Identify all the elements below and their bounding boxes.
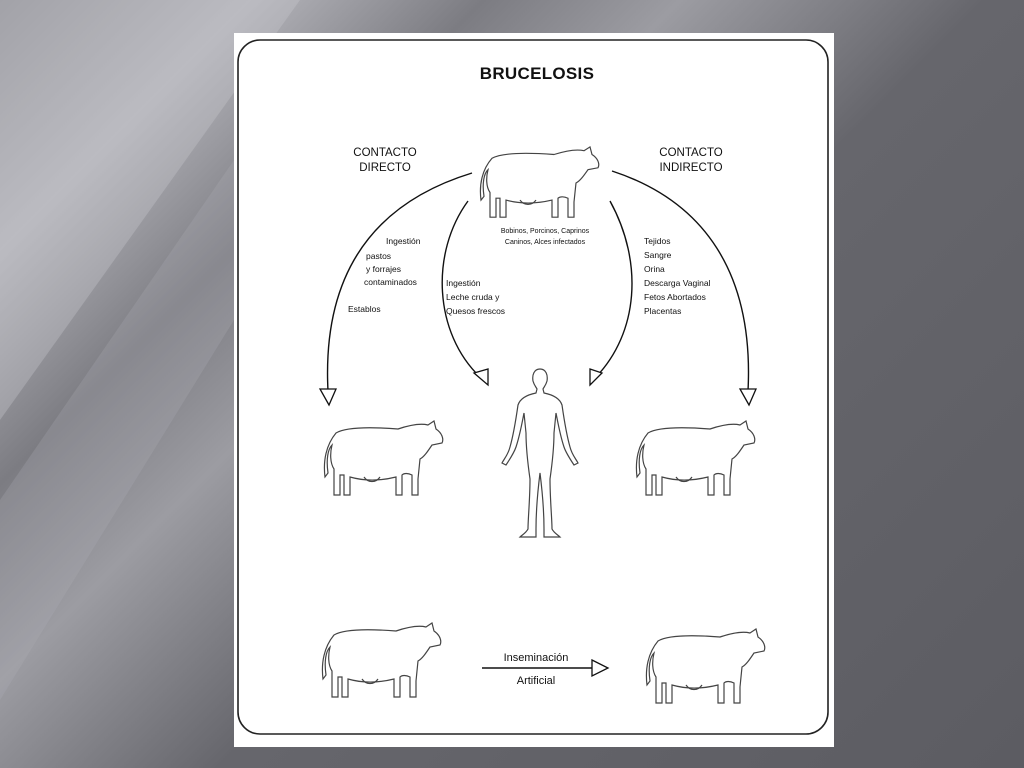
ingestion-milk-line3: Quesos frescos: [446, 306, 505, 316]
cow-icon: [635, 420, 756, 496]
stables-label: Establos: [348, 304, 381, 314]
cow-icon: [479, 146, 600, 218]
arrow-direct-left: [318, 172, 473, 407]
source-animals-line1: Bobinos, Porcinos, Caprinos: [501, 228, 590, 235]
indirect-item-urine: Orina: [644, 264, 665, 274]
ingestion-pastures-line4: contaminados: [364, 277, 417, 287]
insemination-label-line2: Artificial: [517, 675, 556, 687]
arrow-indirect-right: [611, 170, 757, 407]
source-animals-line2: Caninos, Alces infectados: [505, 239, 586, 246]
human-icon: [501, 368, 579, 538]
ingestion-milk-line1: Ingestión: [446, 278, 481, 288]
direct-contact-label-line2: DIRECTO: [359, 162, 411, 174]
indirect-item-aborted-fetuses: Fetos Abortados: [644, 292, 706, 302]
ingestion-pastures-line3: y forrajes: [366, 264, 401, 274]
diagram-frame: [237, 39, 829, 735]
diagram-sheet: BRUCELOSIS CONTACTO DIRECTO CONTACTO IND…: [234, 33, 834, 747]
insemination-label-line1: Inseminación: [504, 652, 569, 664]
ingestion-pastures-line1: Ingestión: [386, 236, 421, 246]
indirect-item-vaginal-discharge: Descarga Vaginal: [644, 278, 711, 288]
ingestion-pastures-line2: pastos: [366, 251, 391, 261]
direct-contact-label-line1: CONTACTO: [353, 147, 417, 159]
arrow-direct-human: [441, 200, 489, 387]
indirect-contact-label-line1: CONTACTO: [659, 147, 723, 159]
indirect-item-placentas: Placentas: [644, 306, 681, 316]
indirect-item-blood: Sangre: [644, 250, 672, 260]
cow-icon: [323, 420, 444, 496]
cow-icon: [645, 628, 766, 704]
diagram-title: BRUCELOSIS: [480, 64, 594, 83]
insemination-arrow: [482, 658, 610, 678]
arrow-indirect-human: [589, 200, 633, 387]
ingestion-milk-line2: Leche cruda y: [446, 292, 500, 302]
indirect-contact-label-line2: INDIRECTO: [659, 162, 722, 174]
brucelosis-diagram: BRUCELOSIS CONTACTO DIRECTO CONTACTO IND…: [237, 39, 829, 735]
cow-icon: [321, 622, 442, 698]
indirect-item-tissues: Tejidos: [644, 236, 670, 246]
